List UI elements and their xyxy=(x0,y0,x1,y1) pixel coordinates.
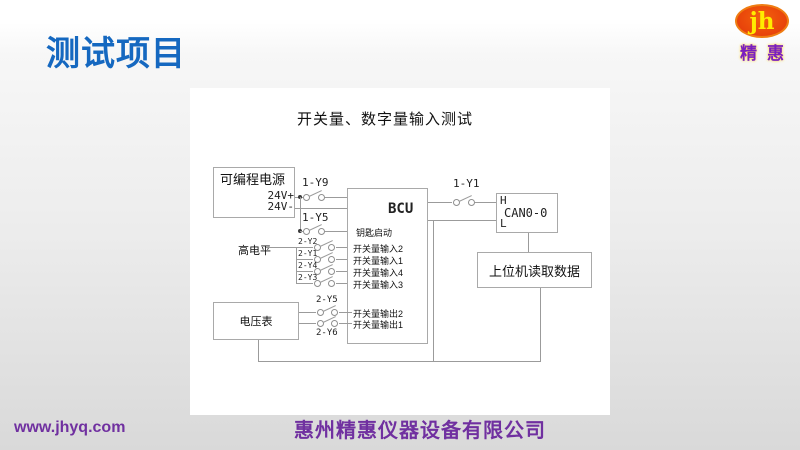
wire xyxy=(336,259,352,260)
switch-contact-icon xyxy=(331,320,338,327)
host-label: 上位机读取数据 xyxy=(488,263,580,279)
logo-initials: jh xyxy=(749,7,775,35)
switch-contact-icon xyxy=(328,268,335,275)
wire xyxy=(296,247,297,284)
switch-contact-icon xyxy=(318,194,325,201)
wire xyxy=(428,220,496,221)
terminal-24v-minus: 24V- xyxy=(267,200,295,213)
bcu-pin-input: 开关量输入2 xyxy=(353,244,404,254)
bcu-pin-output: 开关量输出2 xyxy=(353,309,404,319)
bcu-pin-key-start: 钥匙启动 xyxy=(356,228,393,238)
wire xyxy=(336,283,352,284)
wire xyxy=(339,323,352,324)
switch-contact-icon xyxy=(314,280,321,287)
wire xyxy=(299,323,316,324)
voltmeter-label: 电压表 xyxy=(239,316,273,328)
voltmeter-box: 电压表 xyxy=(213,302,299,340)
bcu-pin-output: 开关量输出1 xyxy=(353,320,404,330)
diagram-panel: 开关量、数字量输入测试 可编程电源 24V+ 24V- 1-Y9 1-Y5 高电… xyxy=(190,88,610,415)
relay-label-1y5: 1-Y5 xyxy=(302,211,329,224)
wire xyxy=(299,312,316,313)
wire xyxy=(325,197,347,198)
switch-contact-icon xyxy=(314,256,321,263)
page-title: 测试项目 xyxy=(46,35,186,73)
switch-contact-icon xyxy=(318,228,325,235)
website-url: www.jhyq.com xyxy=(14,419,126,436)
can-pin-l: L xyxy=(500,217,507,230)
wire xyxy=(325,231,347,232)
switch-contact-icon xyxy=(453,199,460,206)
switch-contact-icon xyxy=(303,228,310,235)
wire xyxy=(428,202,452,203)
relay-label-input-1: 2-Y2 xyxy=(298,237,318,246)
relay-label-input-3: 2-Y4 xyxy=(298,261,318,270)
relay-label-2y6: 2-Y6 xyxy=(316,328,338,338)
switch-contact-icon xyxy=(314,244,321,251)
bcu-pin-input: 开关量输入3 xyxy=(353,280,404,290)
relay-label-1y1: 1-Y1 xyxy=(453,177,480,190)
wire xyxy=(300,231,304,232)
bcu-label: BCU xyxy=(388,201,414,217)
relay-label-1y9: 1-Y9 xyxy=(302,176,329,189)
relay-label-2y5: 2-Y5 xyxy=(316,295,338,305)
terminal-24v-plus: 24V+ xyxy=(267,189,295,202)
host-box: 上位机读取数据 xyxy=(477,252,592,288)
wire xyxy=(296,259,313,260)
power-supply-box xyxy=(213,167,295,218)
switch-contact-icon xyxy=(328,244,335,251)
wire xyxy=(433,220,434,361)
can-box xyxy=(496,193,558,233)
power-supply-label: 可编程电源 xyxy=(220,172,286,187)
switch-contact-icon xyxy=(317,320,324,327)
switch-contact-icon xyxy=(303,194,310,201)
logo-ellipse-icon: jh xyxy=(735,4,789,38)
bcu-box xyxy=(347,188,428,344)
wire xyxy=(295,208,347,209)
wire xyxy=(339,312,352,313)
can-label: CAN0-0 xyxy=(504,206,548,220)
can-pin-h: H xyxy=(500,194,507,207)
wire xyxy=(258,340,259,361)
wire xyxy=(296,247,313,248)
switch-contact-icon xyxy=(317,309,324,316)
company-name: 惠州精惠仪器设备有限公司 xyxy=(294,420,546,442)
switch-contact-icon xyxy=(314,268,321,275)
switch-contact-icon xyxy=(468,199,475,206)
wire xyxy=(336,271,352,272)
wire xyxy=(266,247,296,248)
wire xyxy=(300,197,301,231)
bcu-pin-input: 开关量输入4 xyxy=(353,268,404,278)
diagram-title: 开关量、数字量输入测试 xyxy=(296,111,473,128)
relay-label-input-2: 2-Y1 xyxy=(298,249,318,258)
wire xyxy=(296,283,313,284)
switch-contact-icon xyxy=(328,256,335,263)
high-level-label: 高电平 xyxy=(238,245,271,257)
wire xyxy=(475,202,496,203)
logo-company-name: 精 惠 xyxy=(740,44,786,64)
bcu-pin-input: 开关量输入1 xyxy=(353,256,404,266)
relay-label-input-4: 2-Y3 xyxy=(298,273,318,282)
wire xyxy=(540,288,541,361)
wire xyxy=(528,233,529,252)
switch-contact-icon xyxy=(331,309,338,316)
wire xyxy=(296,271,313,272)
wire xyxy=(336,247,352,248)
wire xyxy=(258,361,541,362)
switch-contact-icon xyxy=(328,280,335,287)
